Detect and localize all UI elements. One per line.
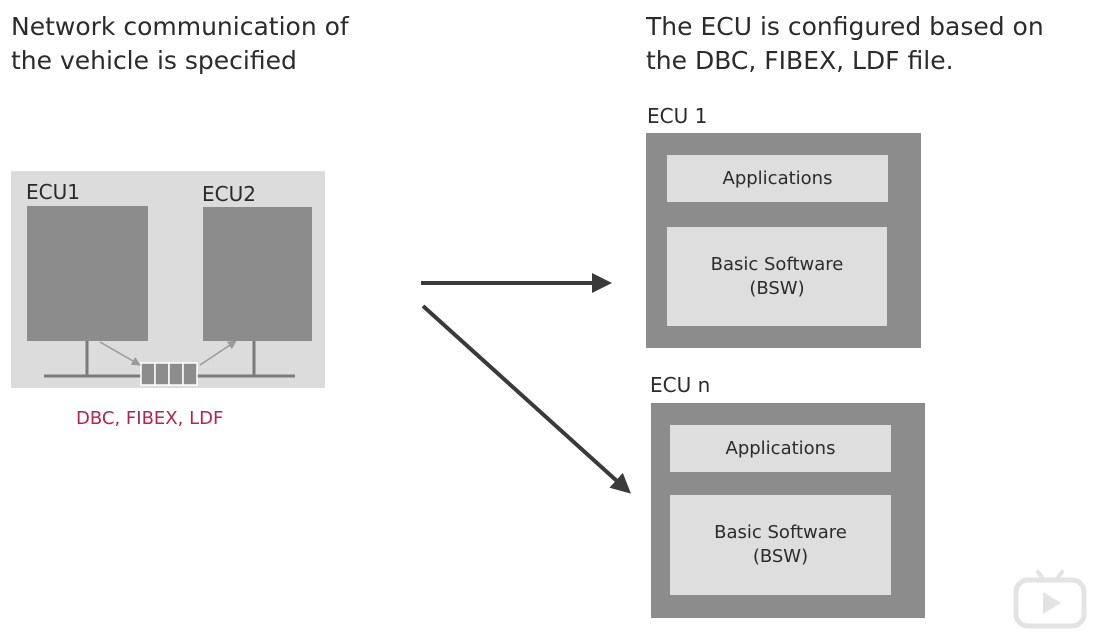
ecu-1-applications-layer: Applications: [667, 155, 888, 202]
ecu1-label: ECU1: [26, 180, 80, 204]
ecu-n-bsw-layer: Basic Software (BSW): [670, 495, 891, 595]
ecu-1-title: ECU 1: [647, 104, 708, 128]
right-heading: The ECU is configured based on the DBC, …: [646, 12, 1044, 75]
video-player-logo-icon: [1013, 570, 1087, 629]
ecu-n-applications-layer: Applications: [670, 425, 891, 472]
arrow-to-ecu-n: [421, 304, 631, 494]
ecu-1-bsw-layer: Basic Software (BSW): [667, 227, 887, 326]
ecu1-block: [27, 206, 148, 341]
ecu2-block: [203, 207, 312, 341]
ecu-n-title: ECU n: [650, 373, 711, 397]
ecu1-send-arrow: [99, 341, 141, 366]
ecu2-receive-arrow: [199, 340, 237, 366]
message-frame: [140, 362, 198, 386]
left-heading: Network communication of the vehicle is …: [11, 12, 349, 75]
file-format-label: DBC, FIBEX, LDF: [76, 408, 224, 429]
ecu2-label: ECU2: [202, 182, 256, 206]
